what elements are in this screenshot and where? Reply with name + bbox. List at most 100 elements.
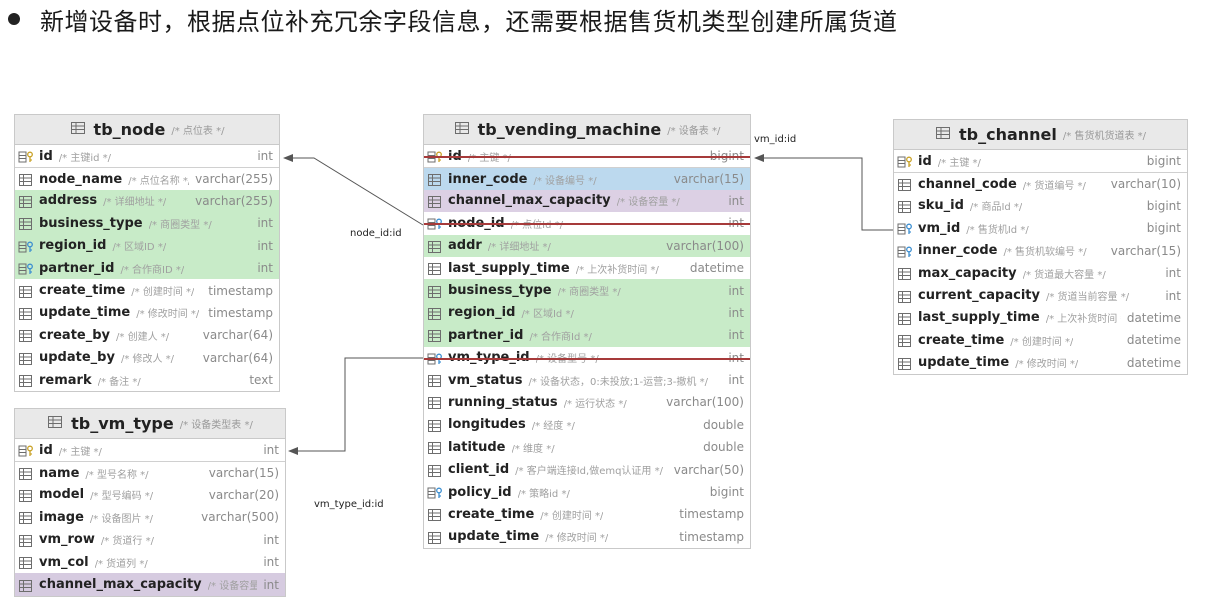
- field-row-channel-max-capacity[interactable]: channel_max_capacity/* 设备容量 */int: [424, 189, 750, 213]
- field-row-update-by[interactable]: update_by/* 修改人 */varchar(64): [15, 347, 279, 369]
- field-row-business-type[interactable]: business_type/* 商圈类型 */int: [424, 279, 750, 302]
- field-row-vm-id[interactable]: vm_id/* 售货机Id */bigint: [894, 217, 1187, 239]
- field-name: addr: [448, 238, 482, 254]
- field-type: int: [1165, 266, 1181, 281]
- field-type: varchar(15): [208, 466, 279, 481]
- table-name: tb_vending_machine: [477, 120, 662, 139]
- field-name: id: [39, 442, 53, 458]
- field-row-node-id[interactable]: node_id/* 点位Id */int: [424, 212, 750, 234]
- field-row-running-status[interactable]: running_status/* 运行状态 */varchar(100): [424, 391, 750, 413]
- field-name: vm_status: [448, 372, 523, 388]
- field-comment: /* 商品Id */: [969, 202, 1023, 214]
- relation-label-node: node_id:id: [350, 228, 402, 239]
- field-row-create-time[interactable]: create_time/* 创建时间 */timestamp: [424, 503, 750, 525]
- field-name: region_id: [448, 305, 516, 321]
- table-tb-channel[interactable]: tb_channel /* 售货机货道表 */ id/* 主键 */bigint…: [893, 119, 1188, 375]
- field-row-vm-status[interactable]: vm_status/* 设备状态，0:未投放;1-运营;3-撤机 */int: [424, 369, 750, 391]
- column-icon: [18, 351, 34, 365]
- field-name: last_supply_time: [918, 310, 1040, 326]
- field-type: varchar(15): [673, 172, 744, 187]
- field-name: id: [448, 148, 462, 164]
- field-row-vm-col[interactable]: vm_col/* 货道列 */int: [15, 551, 285, 573]
- field-row-last-supply-time[interactable]: last_supply_time/* 上次补货时间 */datetime: [894, 307, 1187, 329]
- field-row-inner-code[interactable]: inner_code/* 设备编号 */varchar(15): [424, 167, 750, 190]
- field-row-id[interactable]: id/* 主键id */int: [15, 145, 279, 167]
- field-row-model[interactable]: model/* 型号编码 */varchar(20): [15, 484, 285, 506]
- field-row-create-by[interactable]: create_by/* 创建人 */varchar(64): [15, 324, 279, 346]
- field-row-policy-id[interactable]: policy_id/* 策略id */bigint: [424, 481, 750, 503]
- field-comment: /* 修改时间 */: [1015, 359, 1079, 371]
- field-row-update-time[interactable]: update_time/* 修改时间 */timestamp: [15, 302, 279, 324]
- field-row-create-time[interactable]: create_time/* 创建时间 */datetime: [894, 329, 1187, 351]
- field-row-longitudes[interactable]: longitudes/* 经度 */double: [424, 414, 750, 436]
- field-name: running_status: [448, 394, 558, 410]
- field-type: int: [257, 261, 273, 276]
- field-type: int: [257, 149, 273, 164]
- table-comment: /* 设备类型表 */: [179, 420, 253, 431]
- field-row-addr[interactable]: addr/* 详细地址 */varchar(100): [424, 234, 750, 257]
- column-icon: [897, 333, 913, 348]
- field-row-node-name[interactable]: node_name/* 点位名称 */varchar(255): [15, 167, 279, 189]
- field-row-vm-row[interactable]: vm_row/* 货道行 */int: [15, 529, 285, 551]
- fk-icon: [427, 485, 443, 499]
- field-name: inner_code: [918, 243, 998, 259]
- field-row-remark[interactable]: remark/* 备注 */text: [15, 369, 279, 391]
- field-comment: /* 上次补货时间 */: [1045, 314, 1121, 326]
- field-type: varchar(10): [1110, 177, 1181, 192]
- table-header: tb_node /* 点位表 */: [15, 115, 279, 145]
- field-comment: /* 主键 */: [937, 157, 981, 169]
- field-row-partner-id[interactable]: partner_id/* 合作商ID */int: [15, 256, 279, 280]
- field-row-channel-max-capacity[interactable]: channel_max_capacity/* 设备容量 */int: [15, 573, 285, 596]
- fk-icon: [897, 221, 913, 235]
- column-icon: [427, 239, 443, 253]
- field-type: int: [257, 216, 273, 231]
- field-row-latitude[interactable]: latitude/* 维度 */double: [424, 436, 750, 458]
- field-row-region-id[interactable]: region_id/* 区域Id */int: [424, 301, 750, 325]
- field-row-max-capacity[interactable]: max_capacity/* 货道最大容量 */int: [894, 262, 1187, 284]
- field-comment: /* 货道列 */: [94, 558, 148, 570]
- field-type: varchar(100): [666, 238, 744, 253]
- field-row-create-time[interactable]: create_time/* 创建时间 */timestamp: [15, 279, 279, 301]
- field-type: varchar(255): [195, 172, 273, 187]
- field-name: model: [39, 487, 85, 503]
- field-row-current-capacity[interactable]: current_capacity/* 货道当前容量 */int: [894, 284, 1187, 306]
- field-row-business-type[interactable]: business_type/* 商圈类型 */int: [15, 212, 279, 235]
- field-type: int: [1165, 288, 1181, 303]
- table-tb-vending-machine[interactable]: tb_vending_machine /* 设备表 */ id/* 主键 */b…: [423, 114, 751, 550]
- field-type: timestamp: [208, 305, 273, 320]
- field-row-region-id[interactable]: region_id/* 区域ID */int: [15, 234, 279, 257]
- field-row-id[interactable]: id/* 主键 */int: [15, 439, 285, 461]
- column-icon: [427, 194, 443, 208]
- column-icon: [18, 284, 34, 298]
- table-header: tb_channel /* 售货机货道表 */: [894, 120, 1187, 150]
- field-row-id[interactable]: id/* 主键 */bigint: [894, 150, 1187, 172]
- pk-icon: [18, 443, 34, 457]
- column-icon: [897, 356, 913, 370]
- field-row-inner-code[interactable]: inner_code/* 售货机软编号 */varchar(15): [894, 240, 1187, 262]
- field-type: int: [263, 532, 279, 547]
- column-icon: [427, 418, 443, 432]
- field-row-partner-id[interactable]: partner_id/* 合作商Id */int: [424, 324, 750, 347]
- field-row-update-time[interactable]: update_time/* 修改时间 */datetime: [894, 352, 1187, 374]
- field-row-client-id[interactable]: client_id/* 客户端连接Id,做emq认证用 */varchar(50…: [424, 458, 750, 480]
- field-row-update-time[interactable]: update_time/* 修改时间 */timestamp: [424, 526, 750, 548]
- field-comment: /* 主键 */: [58, 446, 102, 458]
- field-row-id[interactable]: id/* 主键 */bigint: [424, 145, 750, 167]
- field-row-image[interactable]: image/* 设备图片 */varchar(500): [15, 506, 285, 528]
- field-comment: /* 修改人 */: [120, 354, 175, 366]
- field-comment: /* 区域ID */: [112, 242, 167, 254]
- field-type: varchar(64): [202, 350, 273, 365]
- field-row-last-supply-time[interactable]: last_supply_time/* 上次补货时间 */datetime: [424, 257, 750, 279]
- field-row-channel-code[interactable]: channel_code/* 货道编号 */varchar(10): [894, 172, 1187, 194]
- field-row-sku-id[interactable]: sku_id/* 商品Id */bigint: [894, 195, 1187, 217]
- field-type: int: [257, 238, 273, 253]
- field-row-address[interactable]: address/* 详细地址 */varchar(255): [15, 189, 279, 213]
- field-name: vm_id: [918, 220, 961, 236]
- field-row-name[interactable]: name/* 型号名称 */varchar(15): [15, 461, 285, 483]
- field-row-vm-type-id[interactable]: vm_type_id/* 设备型号 */int: [424, 347, 750, 369]
- field-comment: /* 主键id */: [58, 152, 111, 164]
- field-type: bigint: [709, 149, 744, 164]
- field-comment: /* 货道最大容量 */: [1022, 269, 1106, 281]
